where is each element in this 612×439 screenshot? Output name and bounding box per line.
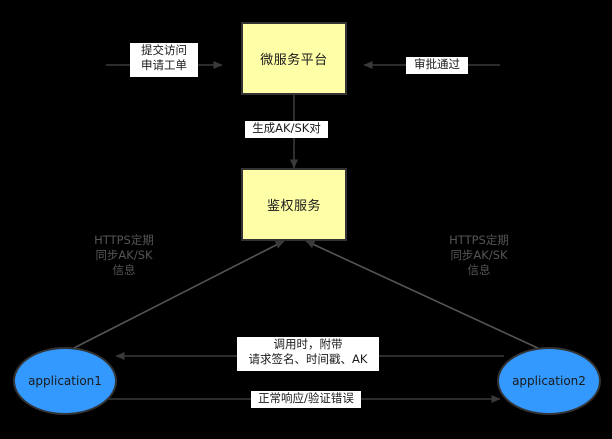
edge-label-call-with-signature: 调用时，附带 请求签名、时间戳、AK [237,337,379,371]
node-application2-label: application2 [512,374,586,388]
connector-sync-right [305,240,543,351]
node-microservice-platform[interactable]: 微服务平台 [241,22,347,95]
node-application2[interactable]: application2 [497,347,601,415]
edge-label-submit-request: 提交访问 申请工单 [130,43,198,77]
node-auth-service-label: 鉴权服务 [266,199,321,214]
edge-label-generate-aksk: 生成AK/SK对 [245,121,328,138]
edge-label-sync-left: HTTPS定期 同步AK/SK 信息 [94,233,154,277]
node-auth-service[interactable]: 鉴权服务 [241,168,347,241]
edge-label-approval-passed: 审批通过 [406,57,468,74]
node-application1[interactable]: application1 [13,347,117,415]
edge-label-sync-right: HTTPS定期 同步AK/SK 信息 [449,233,509,277]
connector-sync-left [69,240,285,351]
node-application1-label: application1 [28,374,102,388]
edge-label-normal-response: 正常响应/验证错误 [251,391,361,408]
node-microservice-platform-label: 微服务平台 [260,53,328,68]
